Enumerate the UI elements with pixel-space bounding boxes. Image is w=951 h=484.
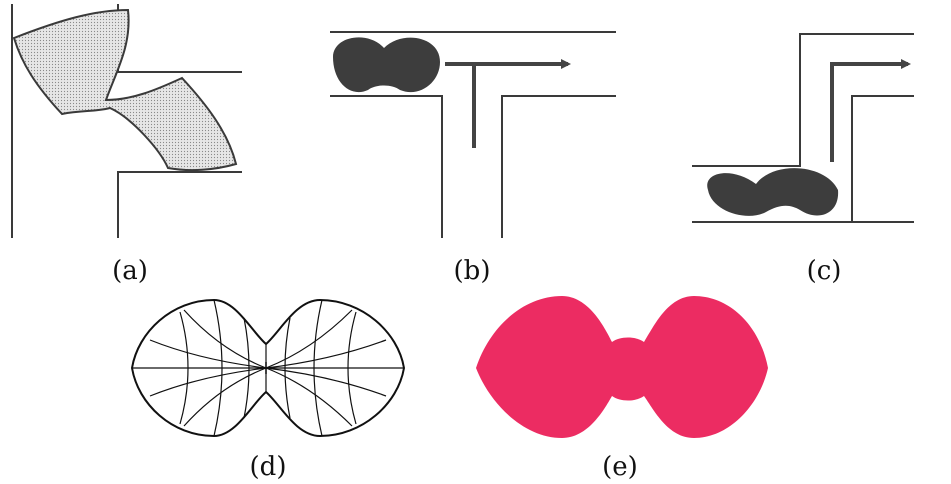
pink-shape-e [476, 296, 768, 438]
corridor-walls-b [330, 31, 616, 238]
panel-b [330, 31, 616, 238]
caption-e: (e) [602, 452, 638, 482]
motion-arrow-b [445, 59, 571, 148]
sofa-shape-c [707, 168, 839, 216]
sofa-shape-b [333, 37, 440, 93]
center-mark-d [260, 362, 272, 374]
corridor-walls-c [692, 33, 914, 223]
sofa-shape-a [12, 8, 238, 172]
panel-c [692, 33, 914, 223]
panel-a [11, 4, 242, 238]
panel-d [130, 298, 406, 438]
motion-arrow-c [830, 59, 911, 162]
caption-b: (b) [453, 256, 491, 286]
caption-c: (c) [806, 256, 842, 286]
caption-a: (a) [112, 256, 148, 286]
caption-d: (d) [249, 452, 287, 482]
